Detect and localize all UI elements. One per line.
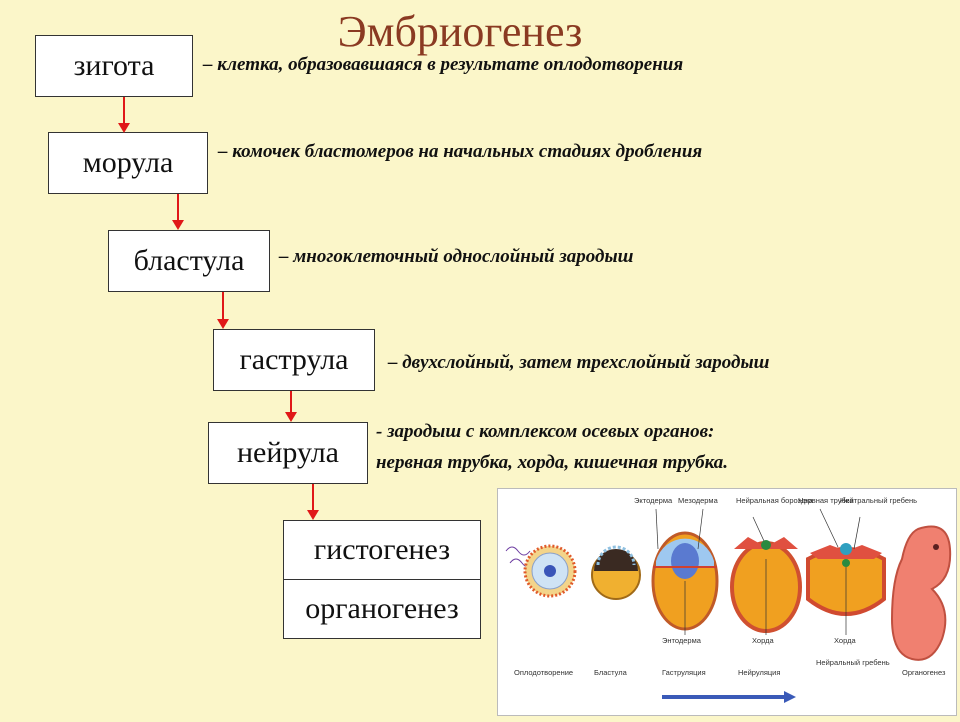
embryo-organogenesis-illustration — [890, 525, 952, 661]
stage-morula-label: морула — [82, 146, 174, 179]
stage-organogenesis: органогенез — [283, 579, 481, 639]
desc-zygote: – клетка, образовавшаяся в результате оп… — [203, 54, 684, 75]
desc-neurula-line1: - зародыш с комплексом осевых органов: — [376, 421, 715, 442]
desc-neurula: - зародыш с комплексом осевых органов: н… — [376, 416, 728, 478]
progress-arrow-icon — [662, 691, 796, 703]
stage-blastula-label: бластула — [133, 244, 245, 277]
embryo-illustration: Эктодерма Мезодерма Нейральная бороздка … — [505, 496, 952, 703]
arrow-down-icon — [285, 391, 297, 422]
label-ectoderm: Эктодерма — [634, 496, 673, 505]
stage-zygote-label: зигота — [73, 49, 155, 82]
embryo-development-figure: Эктодерма Мезодерма Нейральная бороздка … — [497, 488, 957, 716]
label-gastrulation: Гаструляция — [662, 668, 706, 677]
arrow-down-icon — [172, 194, 184, 230]
stage-gastrula-label: гаструла — [239, 343, 349, 376]
label-notochord-2: Хорда — [834, 636, 856, 645]
label-neural-crest-2: Нейральный гребень — [816, 658, 890, 667]
label-organogenesis: Органогенез — [902, 668, 946, 677]
label-neurulation: Нейруляция — [738, 668, 780, 677]
label-fertilization: Оплодотворение — [514, 668, 573, 677]
label-neural-tube: Нервная трубка — [798, 496, 854, 505]
arrow-down-icon — [217, 292, 229, 329]
label-blastula: Бластула — [594, 668, 628, 677]
stage-organogenesis-label: органогенез — [305, 592, 459, 625]
stage-neurula-label: нейрула — [237, 436, 339, 469]
label-neural-crest: Нейтральный гребень — [840, 496, 917, 505]
label-leader-lines — [655, 508, 861, 635]
arrow-down-icon — [307, 484, 319, 520]
arrow-down-icon — [118, 97, 130, 133]
label-endoderm: Энтодерма — [662, 636, 702, 645]
label-mesoderm: Мезодерма — [678, 496, 719, 505]
desc-neurula-line2: нервная трубка, хорда, кишечная трубка. — [376, 452, 728, 473]
stage-morula: морула — [48, 132, 208, 194]
stage-neurula: нейрула — [208, 422, 368, 484]
page-title: Эмбриогенез — [337, 7, 583, 56]
stage-blastula: бластула — [108, 230, 270, 292]
desc-morula: – комочек бластомеров на начальных стади… — [218, 141, 703, 162]
stage-gastrula: гаструла — [213, 329, 375, 391]
fertilization-illustration — [505, 544, 577, 598]
desc-gastrula: – двухслойный, затем трехслойный зародыш — [388, 352, 770, 373]
stage-zygote: зигота — [35, 35, 193, 97]
stage-histogenesis: гистогенез — [283, 520, 481, 580]
label-neural-groove: Нейральная бороздка — [736, 496, 814, 505]
label-notochord: Хорда — [752, 636, 774, 645]
desc-blastula: – многоклеточный однослойный зародыш — [279, 246, 634, 267]
blastula-illustration — [591, 545, 641, 600]
stage-histogenesis-label: гистогенез — [313, 533, 451, 566]
